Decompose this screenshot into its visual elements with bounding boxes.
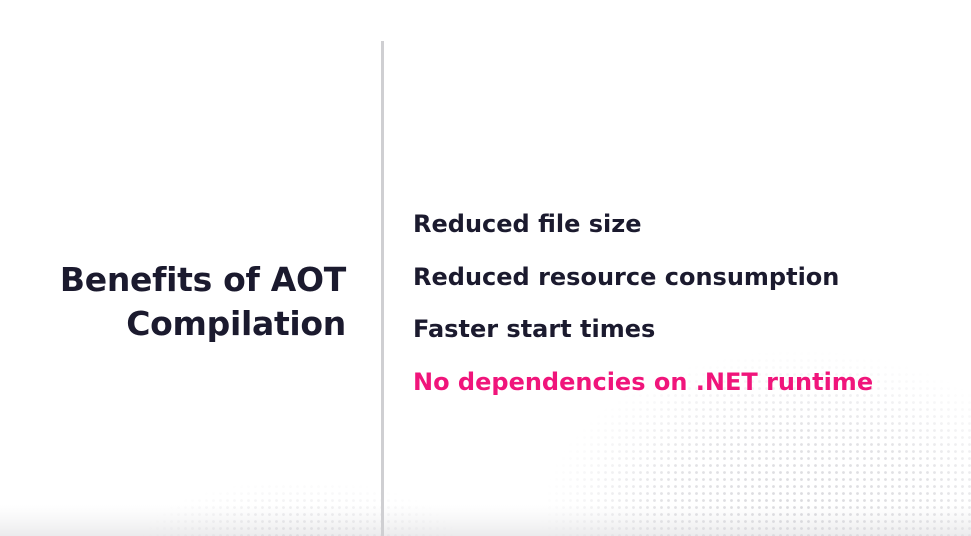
benefits-list: Reduced file size Reduced resource consu…: [413, 206, 873, 417]
benefit-item-reduced-resource-consumption: Reduced resource consumption: [413, 262, 840, 291]
benefit-item-faster-start-times: Faster start times: [413, 315, 656, 344]
vertical-divider: [381, 41, 384, 536]
slide-title: Benefits of AOT Compilation: [40, 258, 346, 346]
slide-title-line-1: Benefits of AOT: [59, 260, 346, 299]
benefit-item-no-runtime-dependencies: No dependencies on .NET runtime: [413, 368, 874, 397]
slide-title-line-2: Compilation: [126, 304, 346, 343]
benefit-item-reduced-file-size: Reduced file size: [413, 210, 642, 238]
